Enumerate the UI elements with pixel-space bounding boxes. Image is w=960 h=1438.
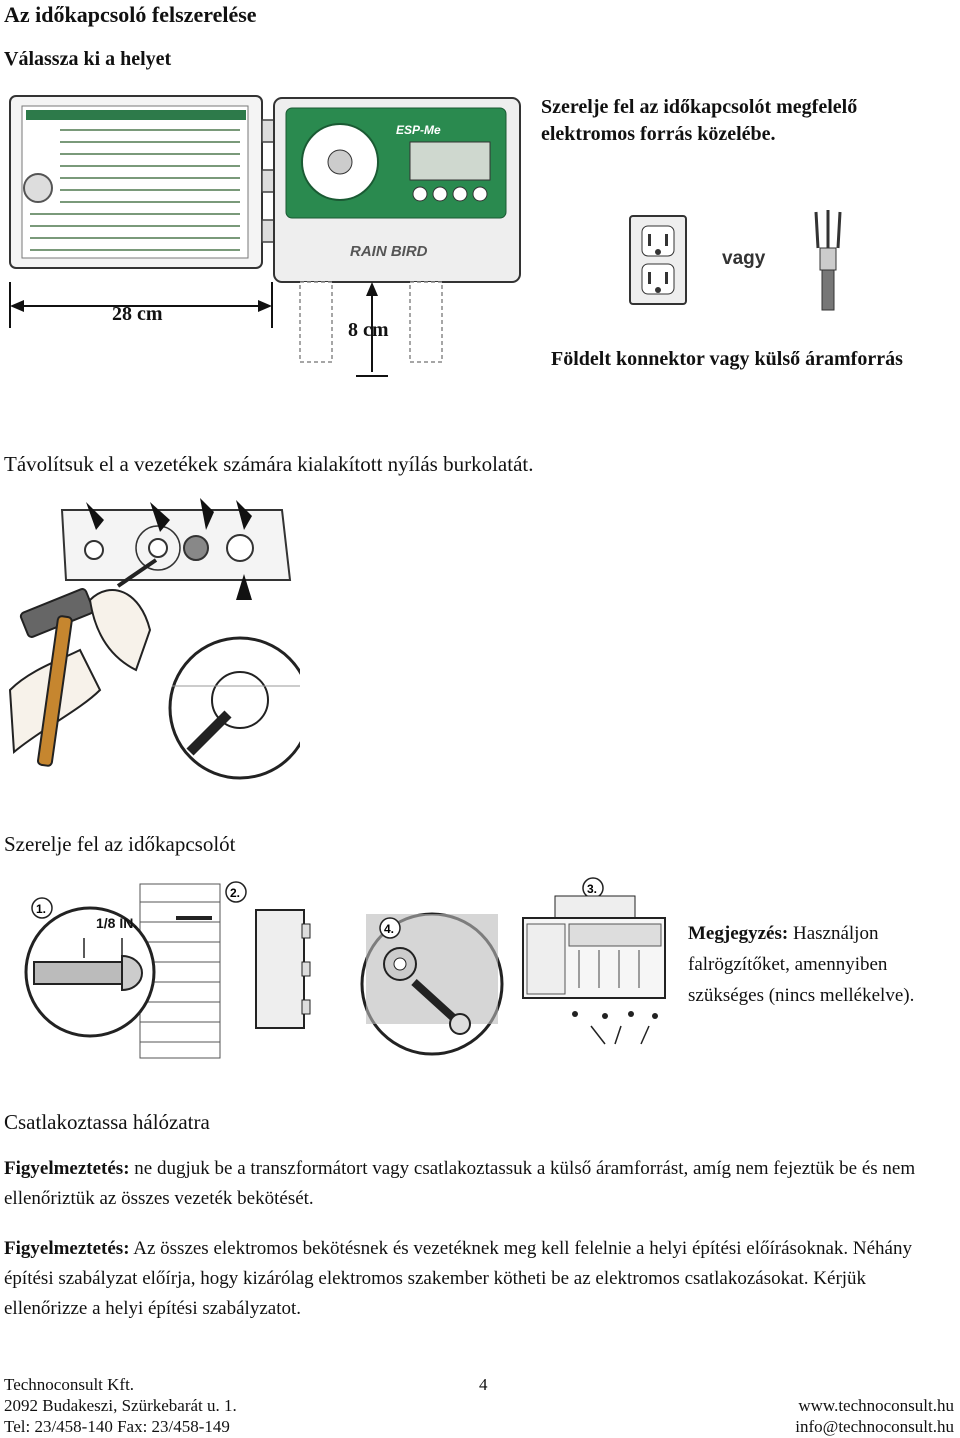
footer-website[interactable]: www.technoconsult.hu (798, 1396, 954, 1415)
section-heading-connect: Csatlakoztassa hálózatra (4, 1110, 210, 1134)
external-power-wire-icon (814, 210, 842, 311)
page-title: Az időkapcsoló felszerelése (4, 2, 257, 27)
warning-2: Figyelmeztetés: Az összes elektromos bek… (4, 1234, 954, 1324)
esp-me-label: ESP-Me (396, 123, 441, 137)
footer-company: Technoconsult Kft. (4, 1375, 135, 1394)
controller-mounted-figure: 3. (522, 877, 666, 1045)
page-number: 4 (479, 1375, 488, 1394)
step-2-label: 2. (230, 886, 240, 900)
warning-2-label: Figyelmeztetés: (4, 1238, 130, 1259)
width-dimension: 28 cm (112, 303, 163, 325)
screw-size-label: 1/8 IN. (96, 915, 137, 931)
footer-email[interactable]: info@technoconsult.hu (795, 1417, 954, 1436)
screw-step4-figure: 4. (360, 912, 504, 1056)
controller-dimension-figure: ESP-Me RAIN BIRD 28 cm 8 cm (9, 95, 521, 377)
power-source-caption: Földelt konnektor vagy külső áramforrás (551, 348, 903, 370)
section-heading-knockout: Távolítsuk el a vezetékek számára kialak… (4, 452, 534, 476)
mount-note-label: Megjegyzés: (688, 923, 789, 944)
screw-install-figure: 1/8 IN. 1. 2. (24, 881, 311, 1059)
warning-1: Figyelmeztetés: ne dugjuk be a transzfor… (4, 1154, 954, 1214)
mount-note-text: Használjon falrögzítőket, amennyiben szü… (688, 923, 915, 1006)
rain-bird-logo: RAIN BIRD (350, 243, 428, 260)
warning-1-text: ne dugjuk be a transzformátort vagy csat… (4, 1158, 916, 1209)
step-3-label: 3. (587, 882, 597, 896)
or-label: vagy (722, 248, 766, 269)
height-dimension: 8 cm (348, 319, 389, 341)
location-note: Szerelje fel az időkapcsolót megfelelő e… (541, 96, 858, 145)
step-1-label: 1. (36, 902, 46, 916)
warning-2-text: Az összes elektromos bekötésnek és vezet… (4, 1238, 912, 1319)
mount-note: Megjegyzés: Használjon falrögzítőket, am… (688, 918, 956, 1011)
section-heading-mount: Szerelje fel az időkapcsolót (4, 832, 236, 856)
step-4-label: 4. (384, 922, 394, 936)
knockout-removal-figure (8, 498, 300, 780)
footer-address: 2092 Budakeszi, Szürkebarát u. 1. (4, 1396, 237, 1415)
warning-1-label: Figyelmeztetés: (4, 1158, 130, 1179)
footer-phone: Tel: 23/458-140 Fax: 23/458-149 (4, 1417, 230, 1436)
section-heading-location: Válassza ki a helyet (4, 48, 172, 70)
outlet-icon (629, 215, 687, 305)
